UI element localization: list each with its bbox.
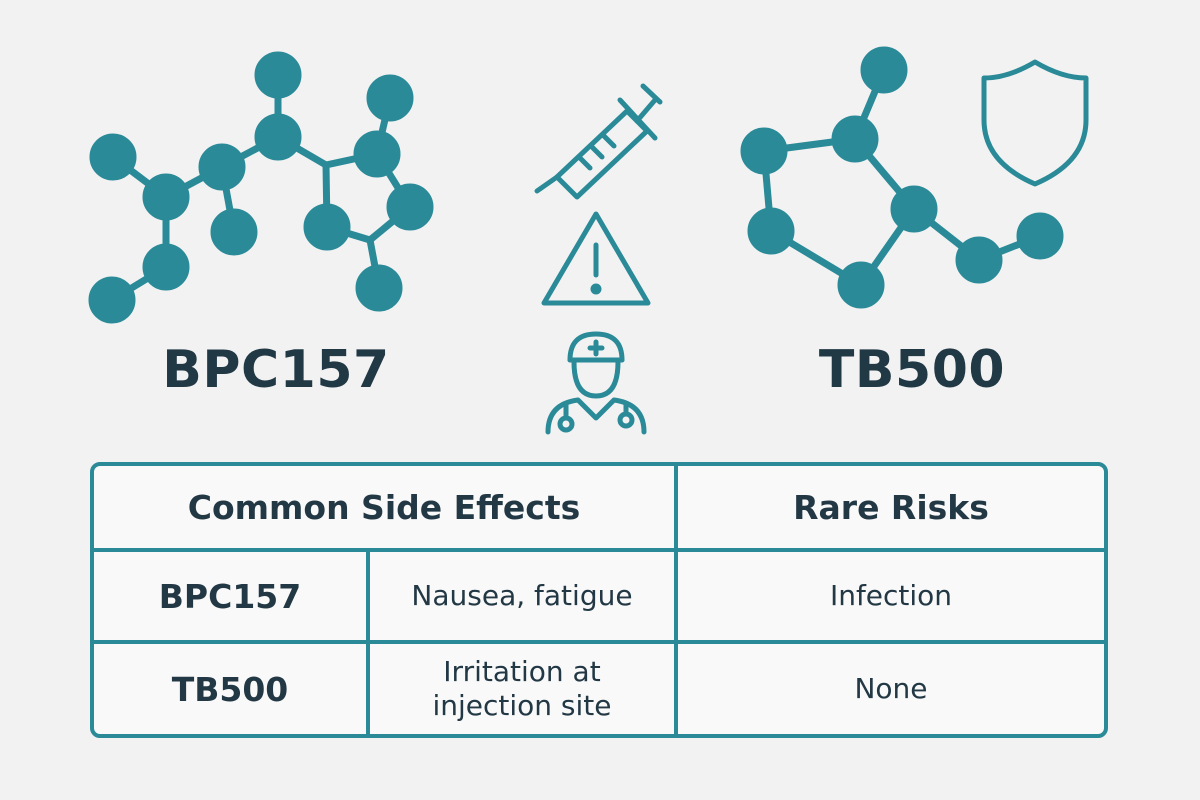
bpc157-title: BPC157 xyxy=(162,340,390,400)
header-rare-risks: Rare Risks xyxy=(793,487,989,527)
side-effects-table: Common Side Effects Rare Risks BPC157 Na… xyxy=(90,462,1108,738)
tb500-title: TB500 xyxy=(818,340,1006,400)
warning-icon xyxy=(541,211,651,306)
tb500-common-value: Irritation at injection site xyxy=(432,655,612,722)
bpc157-common-value: Nausea, fatigue xyxy=(411,579,633,612)
tb500-molecule-icon xyxy=(740,46,1064,309)
doctor-icon xyxy=(545,331,647,435)
bpc157-molecule-icon xyxy=(88,51,434,324)
bpc157-rare-value: Infection xyxy=(829,579,953,612)
tb500-rare-value: None xyxy=(854,672,928,705)
syringe-icon xyxy=(534,83,663,200)
table-divider xyxy=(674,466,678,734)
row-label-bpc157: BPC157 xyxy=(158,576,302,616)
table-divider xyxy=(94,548,1104,552)
shield-icon xyxy=(981,59,1089,187)
header-common-side-effects: Common Side Effects xyxy=(187,487,581,527)
row-label-tb500: TB500 xyxy=(171,669,289,709)
table-divider xyxy=(94,640,1104,644)
table-divider xyxy=(366,550,370,734)
